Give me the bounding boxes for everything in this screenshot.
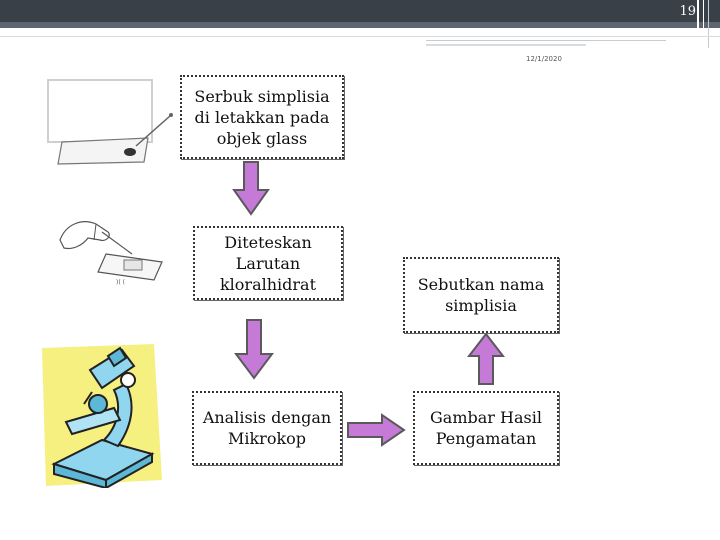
step-observation-drawing: Gambar Hasil Pengamatan: [413, 391, 559, 465]
decor-line: [697, 0, 699, 48]
header-bar: [0, 0, 720, 22]
dropper-illustration: )( (: [56, 210, 176, 288]
step-identify-simplisia: Sebutkan nama simplisia: [403, 257, 559, 333]
svg-text:)( (: )( (: [116, 279, 125, 286]
arrow-right: [346, 413, 406, 447]
step-microscope-analysis: Analisis dengan Mikrokop: [192, 391, 342, 465]
decor-line: [708, 0, 709, 48]
decor-line: [426, 44, 586, 46]
decor-line: [426, 40, 666, 41]
step-add-chloral-hydrate: Diteteskan Larutan kloralhidrat: [193, 226, 343, 300]
page-number: 19: [679, 4, 696, 19]
microscope-illustration: [36, 340, 166, 488]
step-sample-preparation: Serbuk simplisia di letakkan pada objek …: [180, 75, 344, 159]
slide-date: 12/1/2020: [526, 55, 562, 63]
arrow-down-2: [234, 318, 274, 380]
slide-illustration: [44, 76, 184, 174]
decor-line: [0, 36, 720, 37]
arrow-down-1: [232, 160, 270, 216]
decor-line: [703, 0, 704, 48]
arrow-up: [467, 332, 505, 386]
header-accent-line: [0, 22, 720, 28]
